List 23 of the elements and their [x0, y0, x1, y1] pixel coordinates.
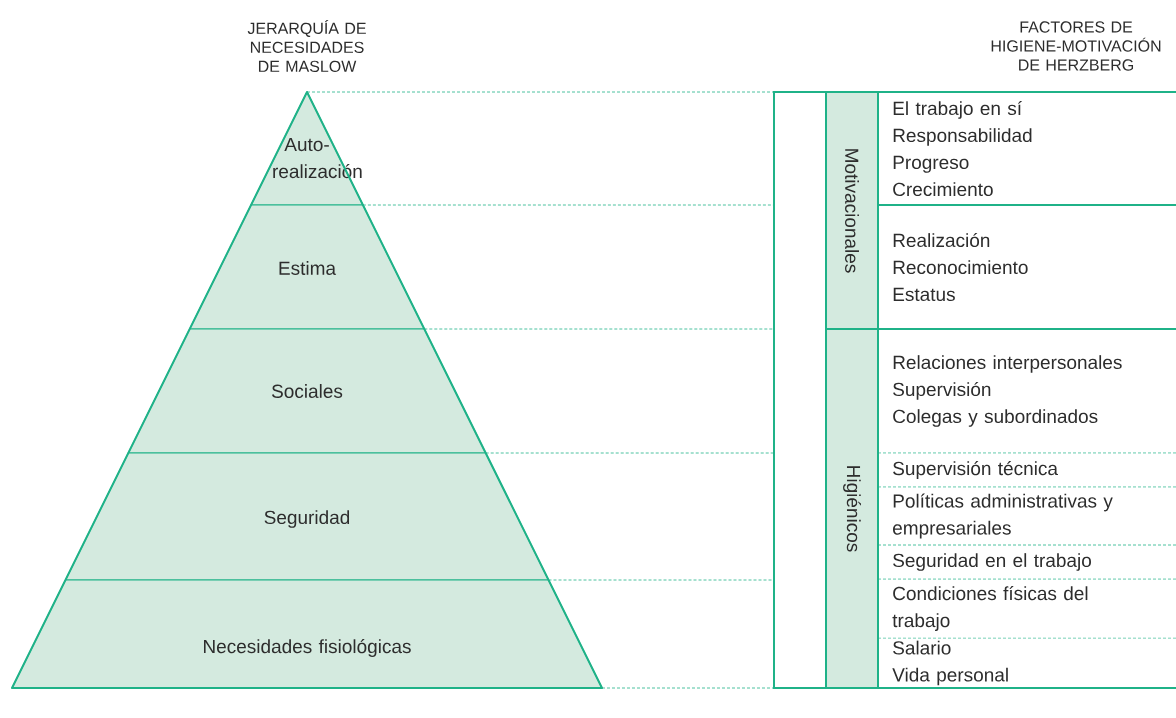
- factor-cell: Salario Vida personal: [877, 637, 1176, 686]
- pyramid-layer: Sociales: [127, 328, 487, 454]
- factor-cell: Realización Reconocimiento Estatus: [877, 204, 1176, 302]
- pyramid-layer: Seguridad: [64, 452, 550, 581]
- node-text: Relaciones interpersonales Supervisión Colegas y subordinados: [893, 355, 1122, 427]
- pyramid-layer: Necesidades fisiológicas: [11, 579, 603, 689]
- category-box: Motivacionales: [825, 91, 879, 330]
- node-text: Realización Reconocimiento Estatus: [893, 232, 1028, 302]
- heading: JERARQUÍA DE NECESIDADES DE MASLOW: [247, 20, 366, 72]
- node-text: Supervisión técnica: [893, 461, 1058, 479]
- category-box: Higiénicos: [825, 328, 879, 689]
- node-text: El trabajo en sí Responsabilidad Progreso Crecimiento: [893, 100, 1032, 197]
- factor-cell: El trabajo en sí Responsabilidad Progreso Crecimiento: [877, 91, 1176, 197]
- factor-cell: Condiciones físicas del trabajo: [877, 578, 1176, 631]
- node-text: Condiciones físicas del trabajo: [892, 586, 1088, 631]
- heading: FACTORES DE HIGIENE-MOTIVACIÓN DE HERZBERG: [991, 21, 1161, 71]
- factor-cell: Seguridad en el trabajo: [877, 544, 1176, 571]
- factor-cell: Relaciones interpersonales Supervisión Colegas y subordinados: [877, 328, 1176, 427]
- node-text: Políticas administrativas y empresariales: [893, 493, 1113, 539]
- factor-cell: Políticas administrativas y empresariales: [877, 486, 1176, 539]
- node-text: Seguridad en el trabajo: [893, 553, 1091, 571]
- node-text: Salario Vida personal: [892, 640, 1008, 686]
- factor-cell: Supervisión técnica: [877, 452, 1176, 479]
